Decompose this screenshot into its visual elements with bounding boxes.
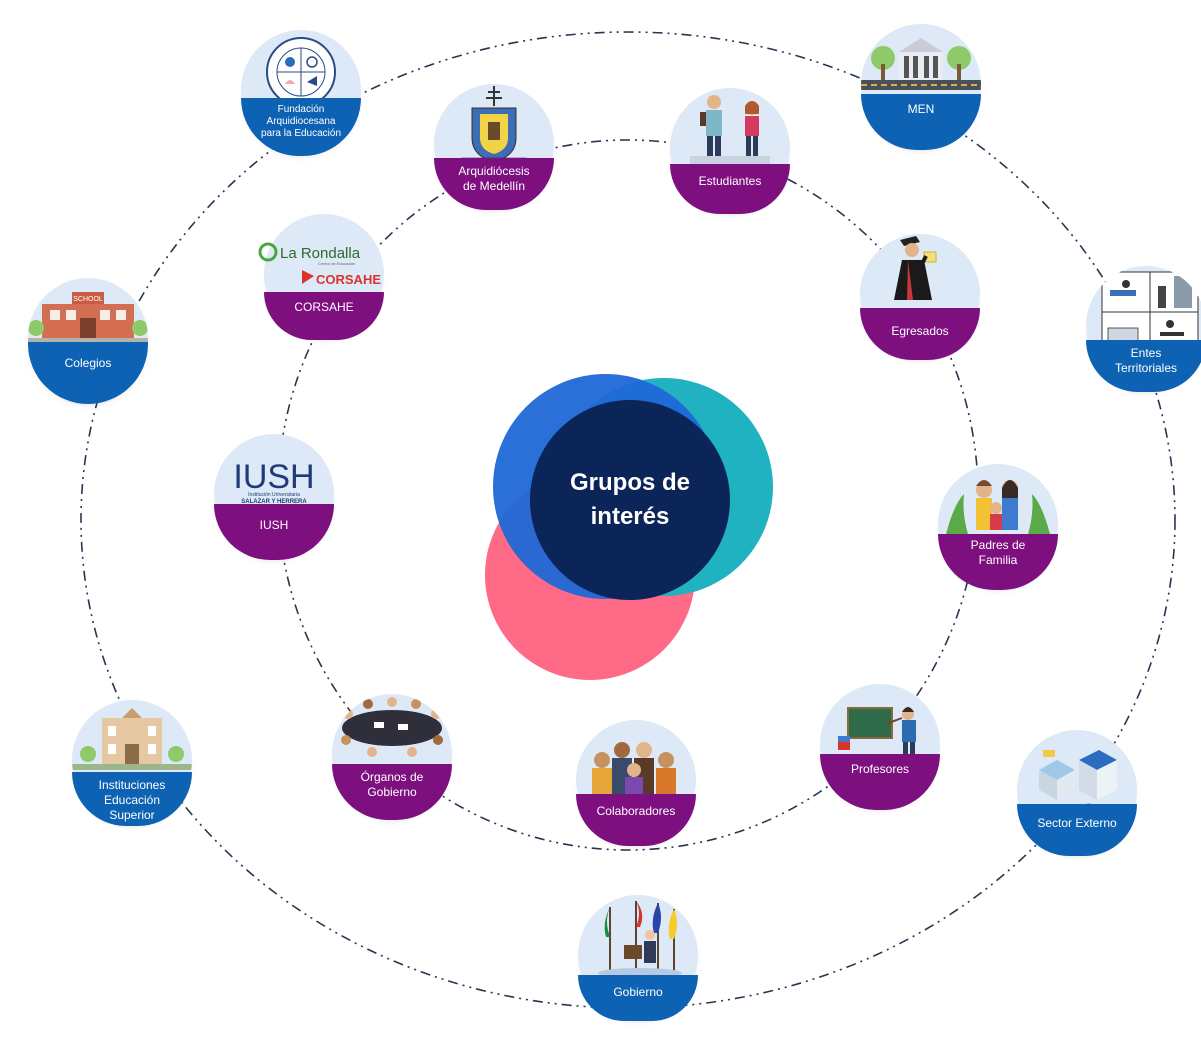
node-colaboradores[interactable]: Colaboradores	[576, 720, 696, 846]
node-instituciones-educacion-superior[interactable]: Instituciones Educación Superior	[72, 700, 192, 826]
iush-logo-icon: IUSH Institución Universitaria SALAZAR Y…	[233, 458, 314, 505]
family-icon	[946, 480, 1050, 534]
school-sign: SCHOOL	[73, 296, 103, 303]
center-hub: Grupos de interés	[485, 370, 775, 680]
la-rondalla-text: La Rondalla	[280, 245, 361, 262]
node-colegios[interactable]: SCHOOL Colegios	[28, 278, 148, 404]
government-building-icon	[861, 38, 981, 90]
archdiocese-shield-icon: ARQUIDIOCESIS DE MEDELLIN	[461, 86, 528, 169]
node-arquidiocesis[interactable]: ARQUIDIOCESIS DE MEDELLIN Arquidiócesis …	[434, 84, 554, 210]
school-building-icon: SCHOOL	[28, 292, 148, 344]
office-grid-icon	[1101, 271, 1199, 353]
node-men[interactable]: MEN	[861, 24, 981, 150]
node-corsahe[interactable]: La Rondalla Centro de Educación CORSAHE …	[258, 214, 384, 340]
isometric-city-icon	[1039, 750, 1117, 813]
node-sector-externo[interactable]: Sector Externo	[1017, 730, 1137, 856]
center-title: Grupos de interés	[569, 469, 690, 530]
node-gobierno[interactable]: Gobierno	[578, 895, 698, 1021]
node-padres-de-familia[interactable]: Padres de Familia	[938, 464, 1058, 590]
teacher-icon	[838, 707, 916, 756]
node-profesores[interactable]: Profesores	[820, 684, 940, 810]
node-iush[interactable]: IUSH Institución Universitaria SALAZAR Y…	[214, 434, 334, 560]
node-estudiantes[interactable]: Estudiantes	[670, 88, 790, 214]
node-fundacion[interactable]: Fundación Arquidiocesana para la Educaci…	[241, 30, 361, 156]
meeting-table-icon	[341, 697, 443, 757]
la-rondalla-subtitle: Centro de Educación	[318, 261, 355, 266]
graduate-icon	[894, 236, 937, 300]
staff-group-icon	[592, 742, 676, 797]
iush-logo-name: SALAZAR Y HERRERA	[241, 499, 307, 505]
corsahe-logo-text: CORSAHE	[316, 272, 381, 287]
node-egresados[interactable]: Egresados	[860, 234, 980, 360]
node-entes-territoriales[interactable]: Entes Territoriales	[1086, 266, 1201, 392]
iush-logo-subtitle: Institución Universitaria	[248, 492, 300, 498]
students-icon	[690, 95, 770, 164]
university-building-icon	[72, 708, 192, 770]
iush-logo-text: IUSH	[233, 458, 314, 496]
navy-circle	[530, 400, 730, 600]
node-organos-de-gobierno[interactable]: Órganos de Gobierno	[332, 694, 452, 820]
corsahe-logo-icon: La Rondalla Centro de Educación CORSAHE	[258, 242, 381, 287]
